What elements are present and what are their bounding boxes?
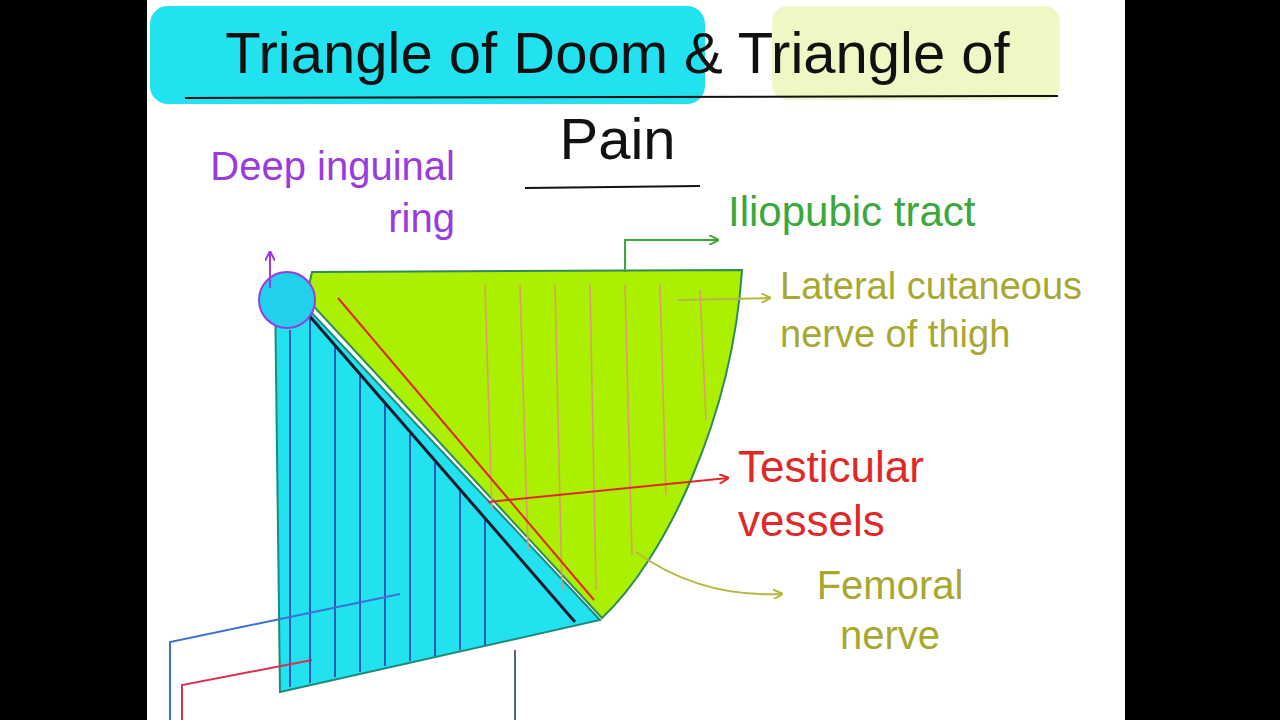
vessel-line xyxy=(514,650,516,720)
leader-line xyxy=(269,252,271,288)
part-label: Femoral nerve xyxy=(790,560,990,660)
leader-line xyxy=(488,478,728,502)
vessel-line xyxy=(182,660,312,720)
leader-line xyxy=(636,552,782,594)
leader-line xyxy=(625,240,718,272)
deep-ring-circle xyxy=(259,272,315,328)
triangle-of-doom xyxy=(275,290,600,692)
leader-line xyxy=(678,298,770,300)
part-label: Deep inguinal ring xyxy=(160,140,455,244)
nerve-lines xyxy=(485,285,706,590)
vas-deferens-line xyxy=(300,305,575,622)
part-label: Iliopubic tract xyxy=(728,186,1108,238)
vessel-line xyxy=(170,594,400,720)
title-rule xyxy=(185,96,1058,98)
testicular-vessel-line xyxy=(338,298,594,600)
part-label: Testicular vessels xyxy=(738,440,1008,548)
vessel-lines xyxy=(290,318,485,687)
title-underline xyxy=(525,186,700,188)
part-label: Lateral cutaneous nerve of thigh xyxy=(780,262,1115,358)
